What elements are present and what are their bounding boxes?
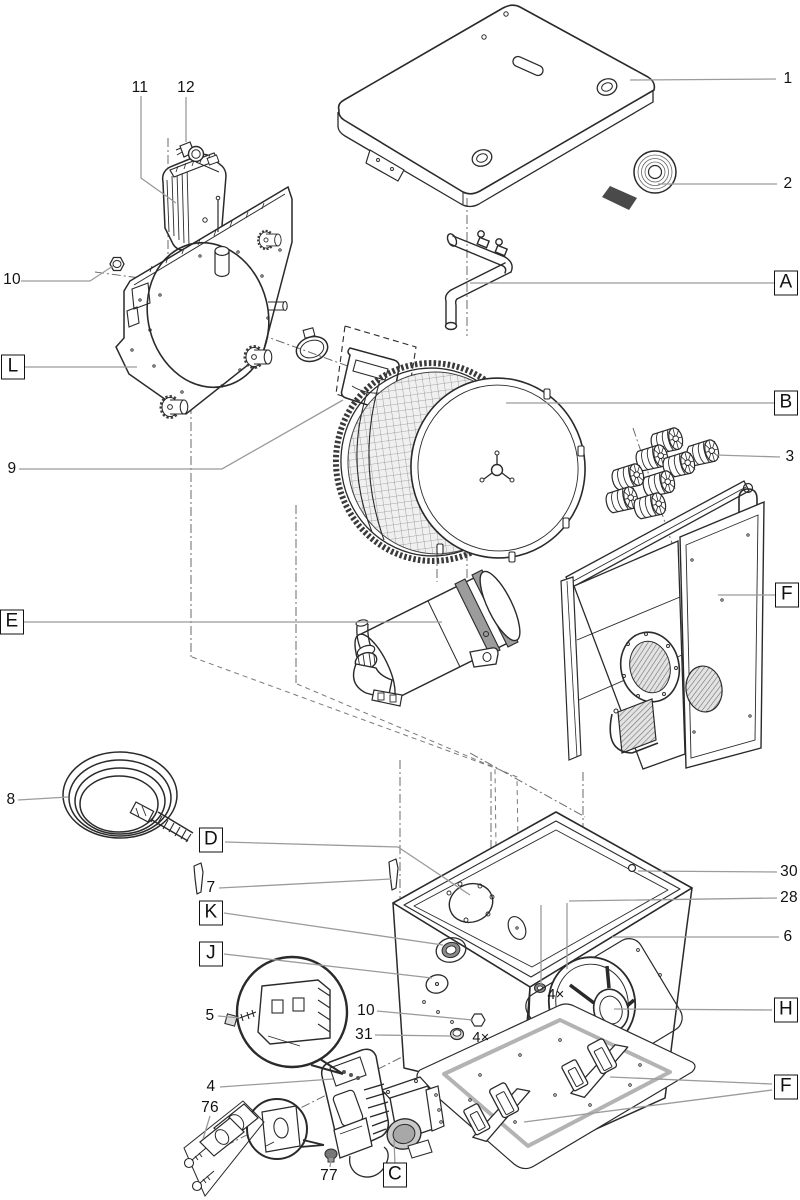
- adhesive-tape-part: [602, 150, 677, 210]
- filter-drum-part: [332, 360, 586, 564]
- spray-bar-part: [444, 230, 513, 331]
- hex-nut-part: [109, 256, 125, 272]
- magnifier-detail-76: [246, 1098, 325, 1160]
- inner-panel-part: [560, 480, 765, 770]
- magnifier-detail-5: [224, 955, 349, 1075]
- mounting-plate-part: [115, 185, 293, 417]
- leader-lines: [17, 78, 781, 1168]
- motor-screw-part: [175, 141, 205, 163]
- flange-kit-part: [183, 1100, 265, 1197]
- hose-coil-part: [62, 751, 194, 843]
- controller-part: [320, 1048, 390, 1178]
- uv-clarifier-part: [352, 569, 521, 707]
- projection-lines: [191, 656, 519, 848]
- cover-lid-part: [337, 4, 656, 208]
- pump-part: [380, 1076, 445, 1159]
